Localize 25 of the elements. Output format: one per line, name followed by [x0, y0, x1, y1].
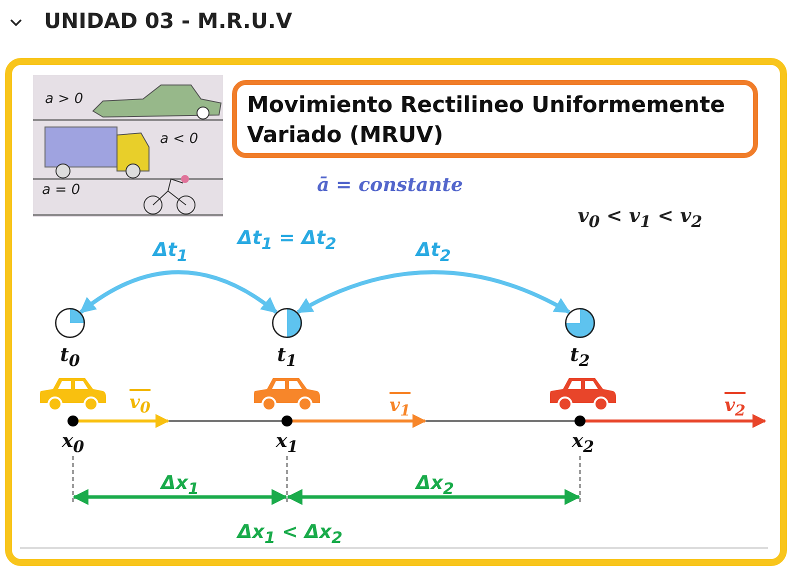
math-label: a > 0 [45, 92, 84, 108]
position-label: x$_{2}$ [572, 431, 594, 456]
edge-label: Δt$_{1}$ [153, 240, 188, 264]
formula: Δx$_{1}$ < Δx$_{2}$ [237, 522, 343, 546]
position-label: x$_{1}$ [276, 431, 298, 456]
time-label: t$_{2}$ [570, 345, 590, 370]
formula: ā = constante [317, 175, 463, 196]
clock-icon [271, 307, 303, 339]
clock-icon [54, 307, 86, 339]
curved-arrow [296, 270, 571, 314]
distance-label: Δx$_{1}$ [161, 473, 199, 498]
formula: v$_{0}$ < v$_{1}$ < v$_{2}$ [578, 206, 702, 230]
curved-arrow [80, 270, 278, 314]
formula: Δt$_{1}$ = Δt$_{2}$ [238, 228, 336, 252]
time-label: t$_{1}$ [277, 345, 297, 370]
math-label: a = 0 [42, 183, 80, 198]
clock-icon [564, 307, 596, 339]
heading: UNIDAD 03 - M.R.U.V [44, 9, 292, 33]
position-label: x$_{0}$ [62, 431, 84, 456]
title-text: Movimiento Rectilineo Uniformemente Variado (MRUV) [247, 92, 726, 150]
distance-label: Δx$_{2}$ [416, 473, 454, 498]
title-box [232, 80, 758, 158]
edge-label: Δt$_{2}$ [416, 240, 451, 264]
math-label: a < 0 [160, 132, 198, 148]
time-label: t$_{0}$ [60, 345, 80, 370]
